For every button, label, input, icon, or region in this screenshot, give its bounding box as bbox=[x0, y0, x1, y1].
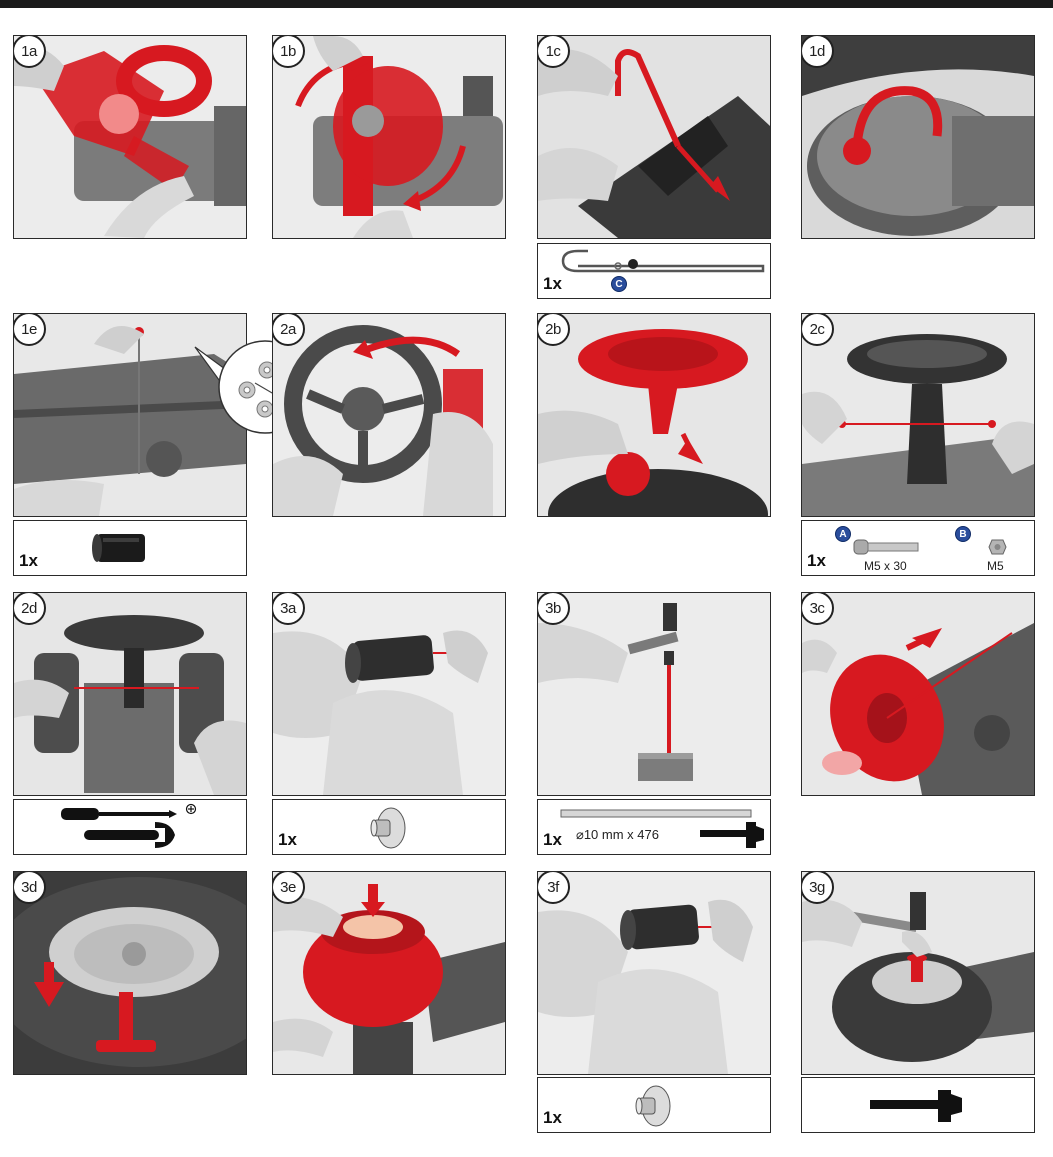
nut-icon bbox=[988, 537, 1008, 557]
axle-size-label: ⌀10 mm x 476 bbox=[576, 827, 659, 843]
panel-2d: 2d bbox=[13, 592, 247, 796]
panel-3c: 3c bbox=[801, 592, 1035, 796]
illustration-3e bbox=[273, 872, 505, 1074]
pin-icon bbox=[538, 244, 770, 298]
steel-axle-icon bbox=[560, 808, 755, 820]
illustration-3b bbox=[538, 593, 770, 795]
bolt-icon bbox=[852, 537, 922, 557]
wrench-icon bbox=[84, 822, 175, 848]
parts-box-3a: 1x bbox=[272, 799, 506, 855]
bushing-icon bbox=[89, 528, 159, 568]
panel-1a: 1a bbox=[13, 35, 247, 239]
tools-icons bbox=[59, 802, 199, 852]
illustration-3f bbox=[538, 872, 770, 1074]
panel-3a: 3a bbox=[272, 592, 506, 796]
illustration-1d bbox=[802, 36, 1034, 238]
panel-3e: 3e bbox=[272, 871, 506, 1075]
panel-1d: 1d bbox=[801, 35, 1035, 239]
panel-3b: 3b bbox=[537, 592, 771, 796]
quantity-3f: 1x bbox=[543, 1108, 562, 1128]
illustration-2d bbox=[14, 593, 246, 795]
panel-2a: 2a bbox=[272, 313, 506, 517]
parts-box-2d bbox=[13, 799, 247, 855]
parts-box-3g bbox=[801, 1077, 1035, 1133]
panel-1c: 1c bbox=[537, 35, 771, 239]
illustration-1b bbox=[273, 36, 505, 238]
panel-2b: 2b bbox=[537, 313, 771, 517]
panel-2c: 2c bbox=[801, 313, 1035, 517]
illustration-1c bbox=[538, 36, 770, 238]
quantity-1c: 1x bbox=[543, 274, 562, 294]
cap-icon bbox=[631, 1081, 681, 1131]
badge-a: A bbox=[835, 526, 851, 542]
badge-b: B bbox=[955, 526, 971, 542]
panel-1b: 1b bbox=[272, 35, 506, 239]
illustration-3d bbox=[14, 872, 246, 1074]
illustration-2b bbox=[538, 314, 770, 516]
cap-icon bbox=[366, 803, 416, 853]
parts-box-3b: ⌀10 mm x 476 1x bbox=[537, 799, 771, 855]
illustration-3c bbox=[802, 593, 1034, 795]
nut-size-label: M5 bbox=[987, 559, 1004, 573]
parts-box-3f: 1x bbox=[537, 1077, 771, 1133]
panel-3f: 3f bbox=[537, 871, 771, 1075]
top-rule bbox=[0, 0, 1053, 8]
hammer-icon bbox=[698, 820, 768, 850]
panel-3d: 3d bbox=[13, 871, 247, 1075]
badge-c: C bbox=[611, 276, 627, 292]
screwdriver-icon bbox=[61, 808, 177, 820]
parts-box-2c: A M5 x 30 B M5 1x bbox=[801, 520, 1035, 576]
bolt-size-label: M5 x 30 bbox=[864, 559, 907, 573]
illustration-1a bbox=[14, 36, 246, 238]
panel-3g: 3g bbox=[801, 871, 1035, 1075]
illustration-3a bbox=[273, 593, 505, 795]
illustration-2c bbox=[802, 314, 1034, 516]
parts-box-1e: 1x bbox=[13, 520, 247, 576]
quantity-1e: 1x bbox=[19, 551, 38, 571]
hammer-icon bbox=[868, 1088, 968, 1124]
phillips-head-icon bbox=[187, 805, 196, 814]
illustration-3g bbox=[802, 872, 1034, 1074]
quantity-3a: 1x bbox=[278, 830, 297, 850]
illustration-2a bbox=[273, 314, 505, 516]
quantity-2c: 1x bbox=[807, 551, 826, 571]
quantity-3b: 1x bbox=[543, 830, 562, 850]
parts-box-1c: C 1x bbox=[537, 243, 771, 299]
